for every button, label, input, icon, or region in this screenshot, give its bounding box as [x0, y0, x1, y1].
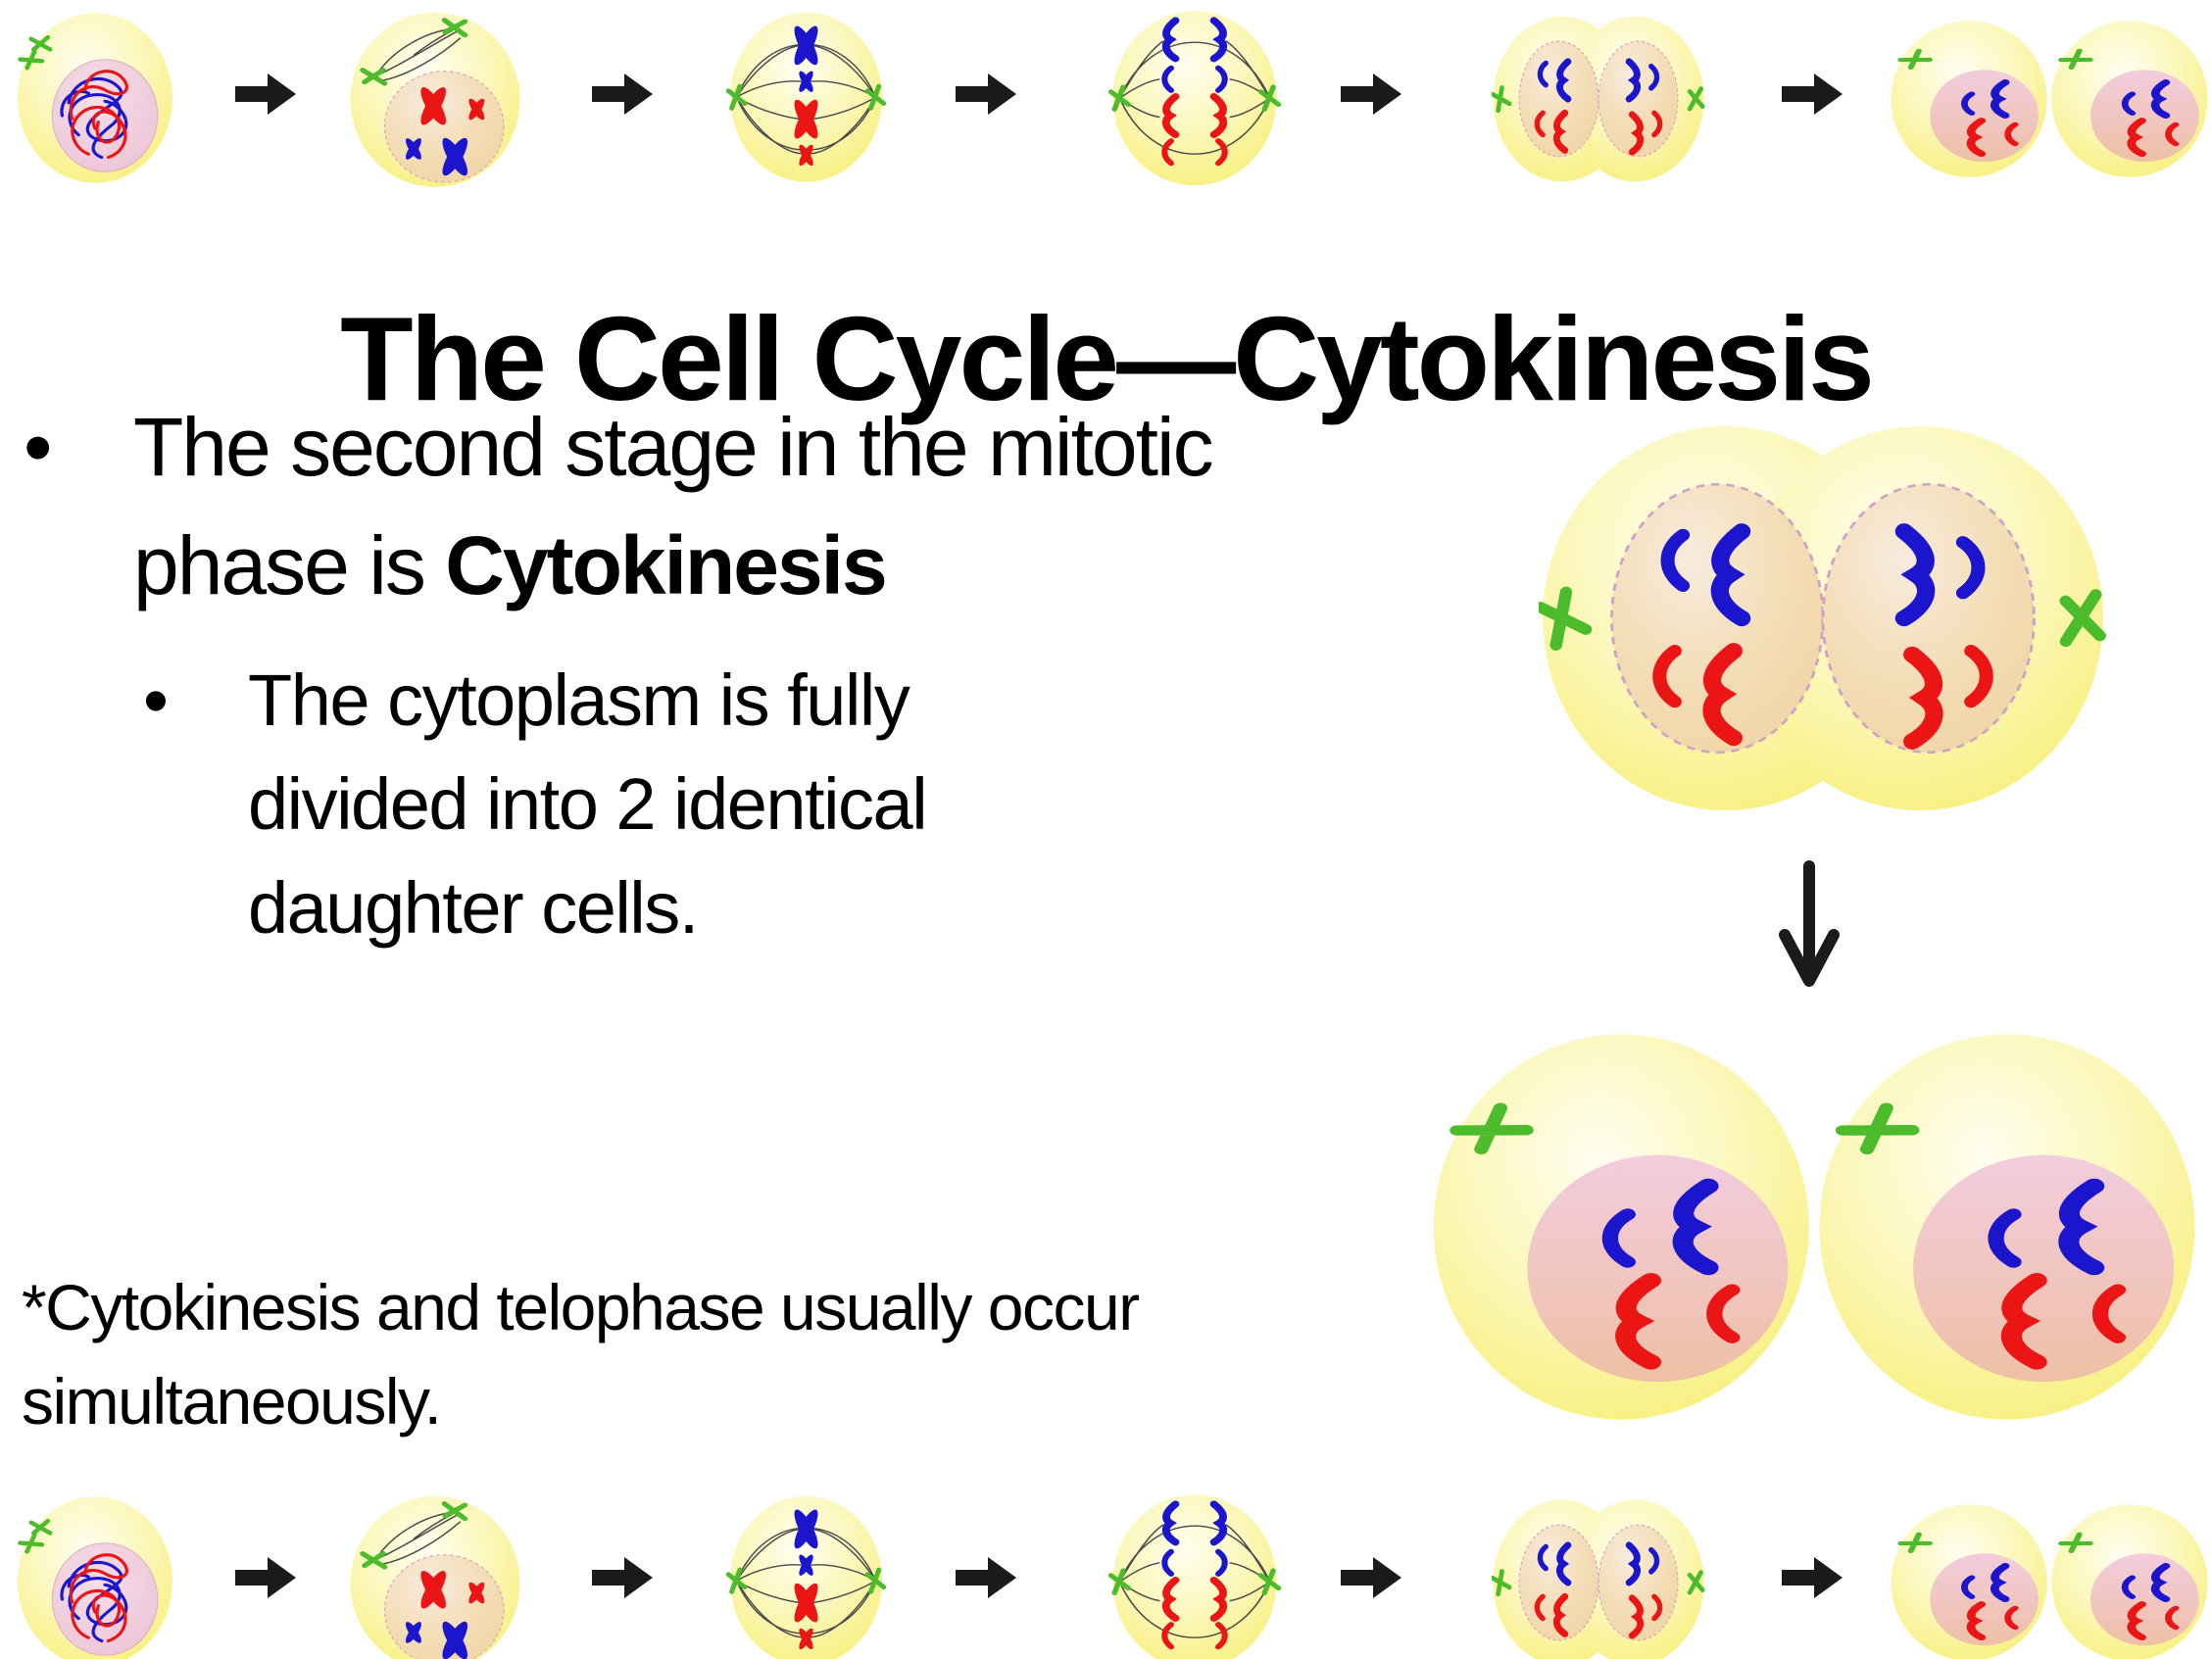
bullet-marker: •: [143, 659, 169, 741]
arrow-right-icon: [956, 1557, 1016, 1598]
bullet-marker: •: [24, 401, 52, 493]
arrow-right-icon: [1341, 1557, 1401, 1598]
arrow-right-icon: [1782, 1557, 1843, 1598]
arrow-right-icon: [592, 1557, 653, 1598]
page-title: The Cell Cycle—Cytokinesis: [340, 291, 1875, 425]
stage-interphase-icon: [13, 1493, 177, 1659]
stage-anaphase-icon: [1107, 1491, 1282, 1659]
main-bullet-bold-term: Cytokinesis: [445, 519, 888, 611]
arrow-down-icon: [1779, 860, 1840, 987]
footnote: *Cytokinesis and telophase usually occur…: [22, 1271, 1140, 1438]
stage-daughter-cells-icon: [1887, 1498, 2212, 1659]
stage-telophase-icon: [1492, 1495, 1705, 1659]
stage-prophase-icon: [345, 1491, 525, 1659]
main-bullet-text: The second stage in the mitotic phase is…: [133, 388, 1317, 625]
main-bullet-prefix: The second stage in the mitotic phase is: [133, 401, 1214, 611]
main-bullet: • The second stage in the mitotic phase …: [24, 388, 1317, 625]
stage-metaphase-icon: [725, 1491, 887, 1659]
sub-bullet: • The cytoplasm is fully divided into 2 …: [143, 649, 1133, 960]
sub-bullet-text: The cytoplasm is fully divided into 2 id…: [248, 659, 928, 949]
arrow-right-icon: [235, 1557, 296, 1598]
